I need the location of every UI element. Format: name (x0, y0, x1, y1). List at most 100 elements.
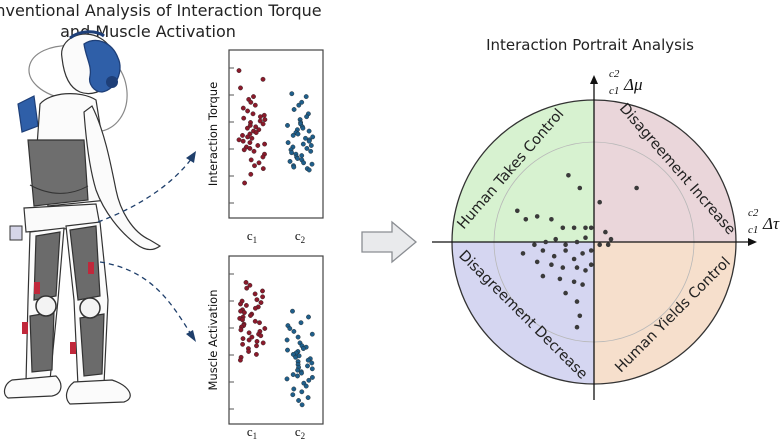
torque-xtick-c1: c1 (247, 228, 257, 245)
torque-point-c1 (244, 125, 250, 131)
muscle-point-c1 (246, 330, 252, 336)
muscle-point-c1 (237, 357, 243, 363)
muscle-xtick-c2: c2 (295, 424, 305, 439)
portrait-point (588, 262, 594, 268)
muscle-point-c2 (309, 366, 315, 372)
muscle-point-c2 (299, 402, 305, 408)
portrait-point (634, 185, 639, 191)
portrait-point (605, 242, 611, 248)
knee-joint-back (35, 295, 57, 317)
portrait-point (571, 225, 577, 231)
human-exoskeleton-illustration (3, 30, 162, 405)
muscle-point-c2 (295, 334, 301, 340)
muscle-point-c2 (284, 376, 290, 382)
y-axis-label: c2 c1 Δμ (609, 68, 643, 97)
torque-point-c1 (260, 166, 266, 172)
muscle-point-c1 (244, 285, 250, 291)
shoe-back (3, 375, 62, 399)
muscle-point-c1 (260, 294, 265, 300)
portrait-point (563, 242, 568, 248)
torque-point-c1 (262, 117, 268, 123)
torque-point-c2 (310, 134, 316, 140)
muscle-point-c1 (260, 288, 265, 294)
portrait-point (560, 225, 566, 231)
torque-point-c1 (245, 108, 251, 114)
portrait-point (551, 253, 557, 259)
torque-point-c1 (260, 154, 266, 160)
torque-point-c2 (285, 140, 291, 146)
muscle-yticks (229, 273, 234, 410)
muscle-point-c1 (262, 326, 268, 331)
portrait-point (580, 282, 585, 287)
muscle-point-c2 (300, 346, 306, 351)
muscle-point-c2 (299, 389, 305, 395)
torque-point-c2 (285, 123, 290, 128)
muscle-point-c1 (240, 336, 246, 341)
muscle-point-c1 (257, 320, 262, 326)
backpack-unit (17, 95, 39, 133)
muscle-point-c1 (240, 341, 246, 347)
portrait-point (571, 279, 577, 285)
muscle-point-c1 (248, 313, 253, 318)
torque-point-c1 (247, 140, 253, 146)
muscle-point-c2 (305, 357, 311, 363)
torque-point-c2 (304, 145, 310, 151)
mask-strap (69, 30, 105, 40)
torque-point-c1 (256, 160, 262, 166)
torque-point-c2 (308, 143, 314, 148)
torque-point-c2 (291, 107, 297, 112)
torque-point-c2 (306, 128, 312, 134)
portrait-point (557, 276, 563, 282)
muscle-point-c2 (305, 395, 311, 400)
torque-point-c1 (252, 102, 258, 108)
portrait-point (571, 256, 577, 262)
portrait-point (588, 248, 594, 253)
torque-point-c1 (247, 145, 253, 151)
arm (83, 105, 162, 251)
portrait-point (608, 236, 614, 242)
exo-thigh-front (69, 225, 101, 301)
torque-point-c2 (306, 138, 312, 144)
portrait-point (532, 242, 537, 248)
torque-point-c2 (300, 141, 306, 147)
torque-point-c1 (260, 76, 266, 82)
torque-point-c2 (308, 148, 314, 154)
muscle-point-c2 (291, 328, 297, 334)
vest-seam (29, 184, 89, 194)
torque-point-c2 (296, 102, 302, 108)
muscle-xtick-c1: c1 (247, 424, 257, 439)
torque-point-c1 (236, 68, 242, 74)
muscle-point-c2 (309, 331, 315, 337)
torque-point-c1 (260, 121, 266, 127)
left-title-line2: and Muscle Activation (60, 22, 236, 41)
muscle-point-c1 (252, 305, 258, 311)
torque-point-c1 (241, 147, 247, 153)
portrait-point (549, 262, 554, 268)
muscle-ylabel: Muscle Activation (206, 289, 220, 390)
torque-panel-frame (228, 49, 324, 219)
portrait-point (574, 265, 580, 270)
exo-thigh-back (33, 231, 61, 301)
block-arrow (361, 220, 418, 264)
portrait-point (580, 251, 585, 256)
muscle-point-c1 (243, 302, 249, 308)
svg-text:Δτ: Δτ (762, 214, 780, 233)
muscle-point-c1 (252, 318, 258, 324)
portrait-points (515, 173, 639, 330)
muscle-point-c2 (309, 374, 315, 380)
muscle-point-c1 (240, 317, 245, 323)
mask-valve (106, 76, 118, 88)
torque-point-c2 (295, 131, 301, 137)
torque-point-c1 (251, 94, 256, 100)
muscle-point-c1 (253, 351, 259, 357)
muscle-point-c1 (252, 291, 258, 297)
muscle-point-c2 (291, 386, 297, 392)
torque-panel: Interaction Torque c1 c2 (206, 49, 324, 245)
muscle-point-c1 (243, 279, 249, 285)
torque-point-c2 (289, 91, 295, 97)
torque-point-c1 (248, 157, 254, 163)
muscle-point-c2 (298, 320, 304, 326)
torque-point-c2 (299, 99, 305, 105)
sensor-2 (88, 262, 94, 274)
